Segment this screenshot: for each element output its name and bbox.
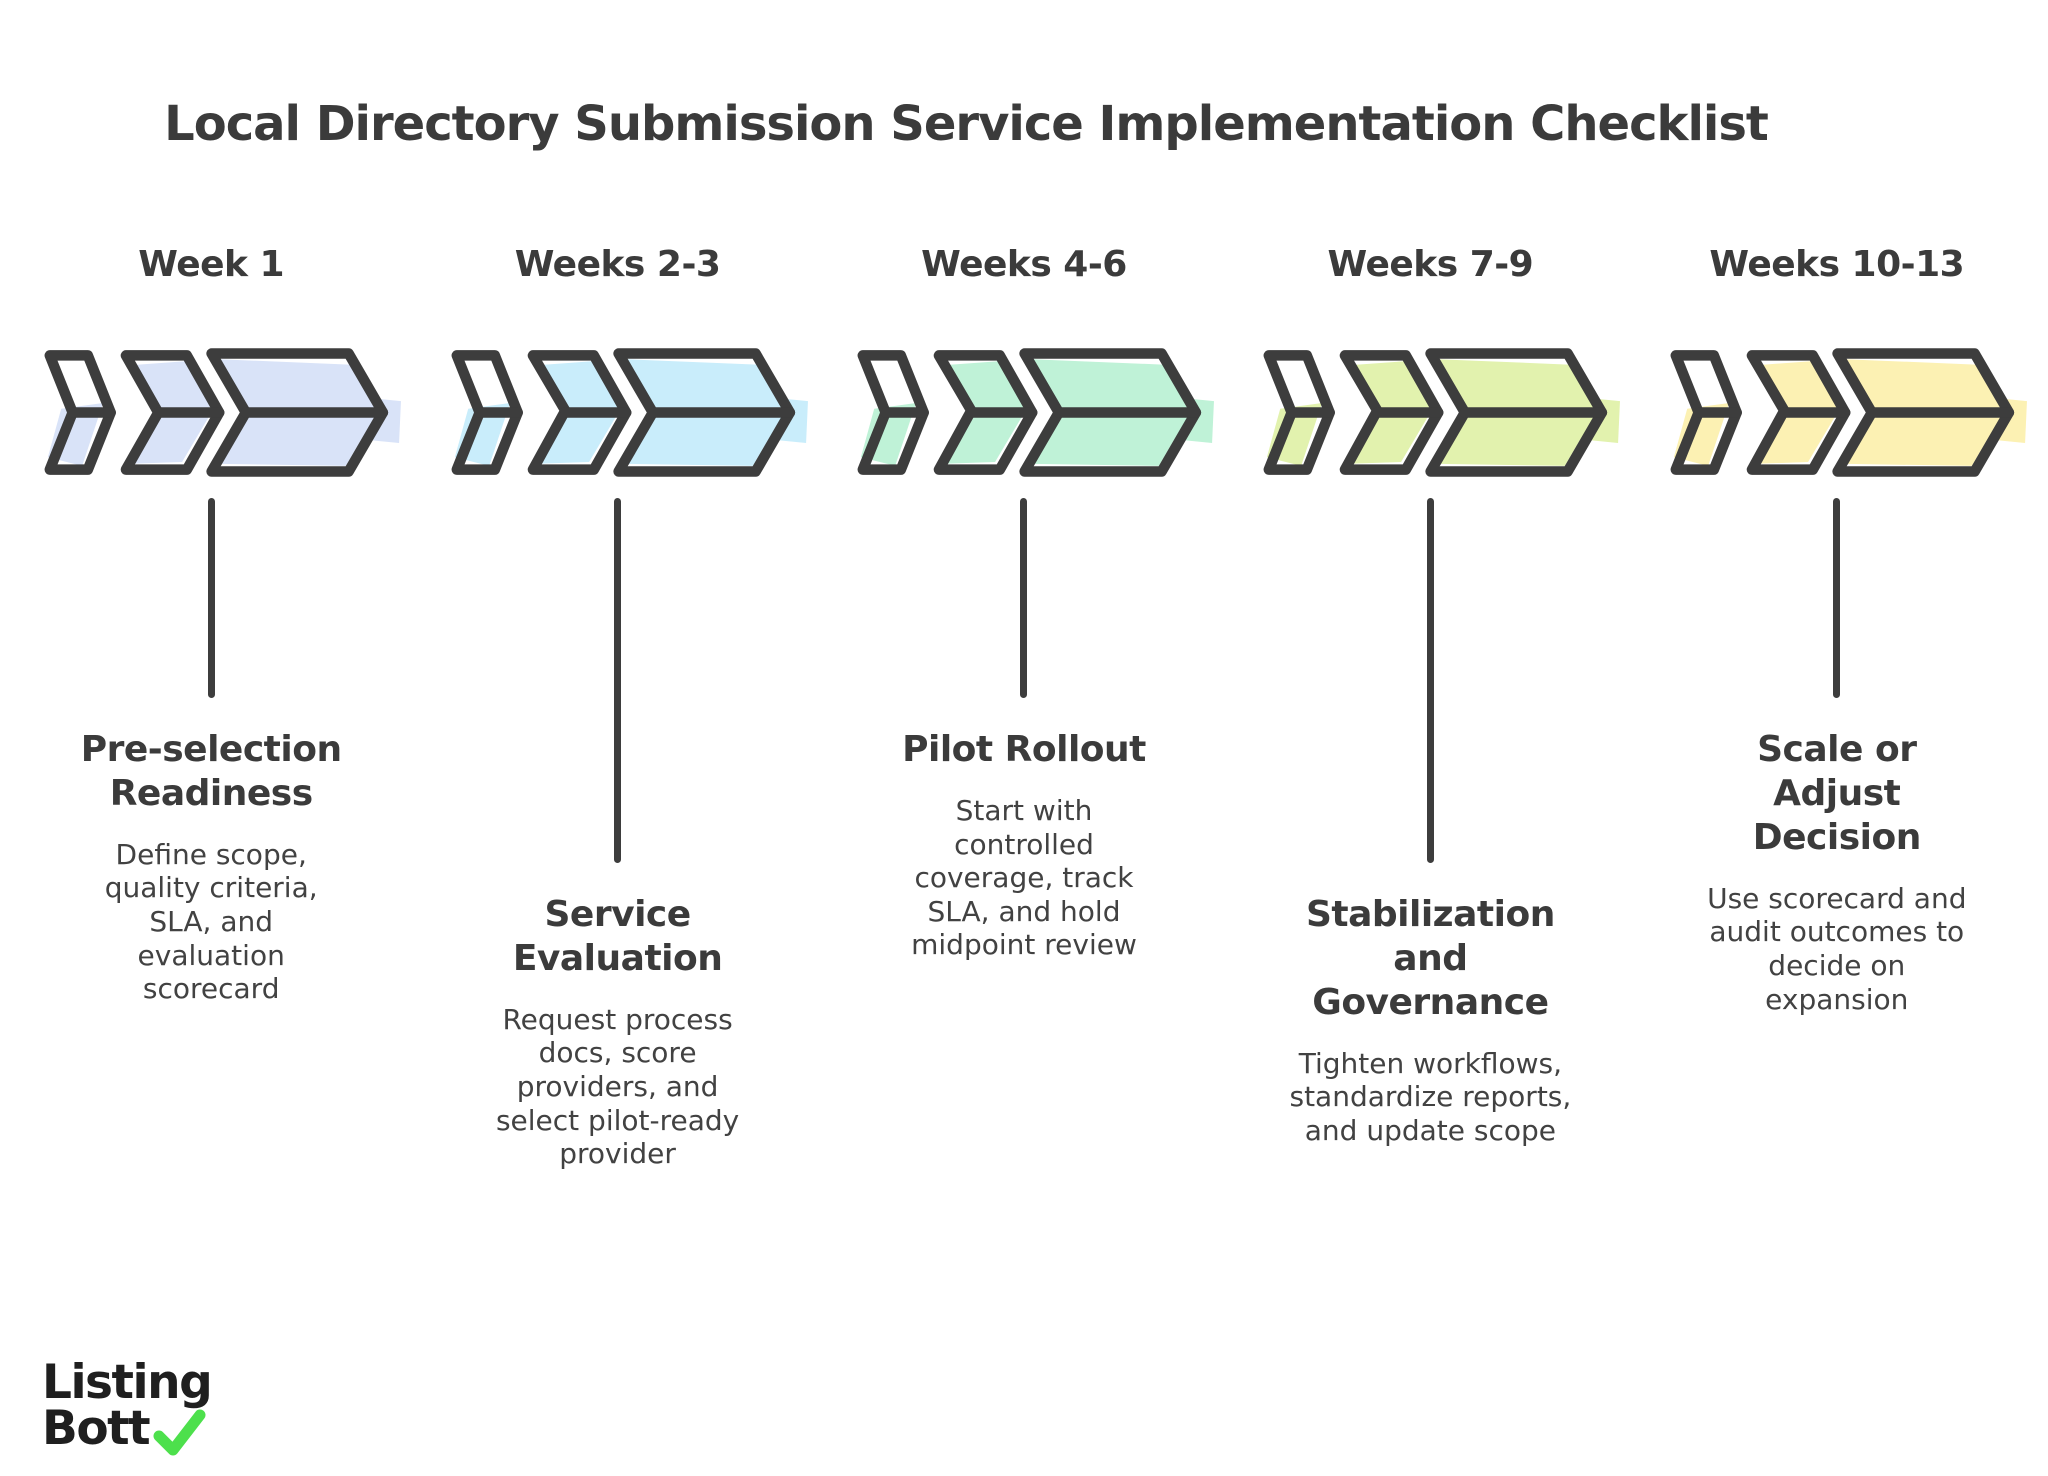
- chevron-outline: [1263, 348, 1608, 477]
- step-column-weeks-2-3: Weeks 2-3 Service Eva: [414, 244, 820, 1171]
- week-label: Weeks 7-9: [1327, 244, 1534, 285]
- connector-line: [614, 498, 622, 863]
- page-title: Local Directory Submission Service Imple…: [164, 96, 1769, 152]
- chevron-outline: [44, 348, 389, 477]
- step-title: Stabilization and Governance: [1305, 894, 1555, 1023]
- triple-chevron-arrow-icon: [449, 344, 811, 482]
- step-title: Service Evaluation: [512, 894, 723, 979]
- week-label: Weeks 4-6: [921, 244, 1127, 285]
- triple-chevron-arrow-icon: [42, 344, 404, 482]
- step-column-weeks-4-6: Weeks 4-6 Pilot Rollo: [821, 244, 1227, 1171]
- step-column-weeks-10-13: Weeks 10-13 Scale or: [1634, 244, 2040, 1171]
- step-title: Pilot Rollout: [902, 729, 1146, 770]
- step-description: Use scorecard and audit outcomes to deci…: [1707, 881, 1967, 1016]
- week-label: Weeks 10-13: [1709, 244, 1965, 285]
- step-title: Pre-selection Readiness: [80, 729, 342, 814]
- step-title: Scale or Adjust Decision: [1752, 729, 1922, 858]
- timeline-columns: Week 1 Pre-selection: [0, 244, 2048, 1171]
- triple-chevron-arrow-icon: [1668, 344, 2030, 482]
- connector-line: [207, 498, 215, 698]
- connector-line: [1426, 498, 1434, 863]
- week-label: Weeks 2-3: [514, 244, 721, 285]
- listingbott-logo: Listing Bott: [42, 1354, 213, 1456]
- chevron-outline: [1670, 348, 2014, 477]
- checkmark-icon: [153, 1409, 206, 1456]
- connector-line: [1833, 498, 1841, 698]
- step-description: Request process docs, score providers, a…: [495, 1002, 740, 1171]
- connector-line: [1020, 498, 1028, 698]
- chevron-outline: [451, 348, 795, 477]
- step-description: Define scope, quality criteria, SLA, and…: [104, 837, 318, 1006]
- step-column-week-1: Week 1 Pre-selection: [8, 244, 414, 1171]
- logo-line2: Bott: [42, 1400, 151, 1456]
- step-column-weeks-7-9: Weeks 7-9 Stabilizati: [1227, 244, 1633, 1171]
- triple-chevron-arrow-icon: [1261, 344, 1623, 482]
- step-description: Start with controlled coverage, track SL…: [911, 793, 1137, 962]
- week-label: Week 1: [138, 244, 285, 285]
- logo-line1: Listing: [42, 1354, 213, 1410]
- chevron-outline: [857, 348, 1202, 477]
- step-description: Tighten workflows, standardize reports, …: [1289, 1046, 1572, 1147]
- triple-chevron-arrow-icon: [855, 344, 1217, 482]
